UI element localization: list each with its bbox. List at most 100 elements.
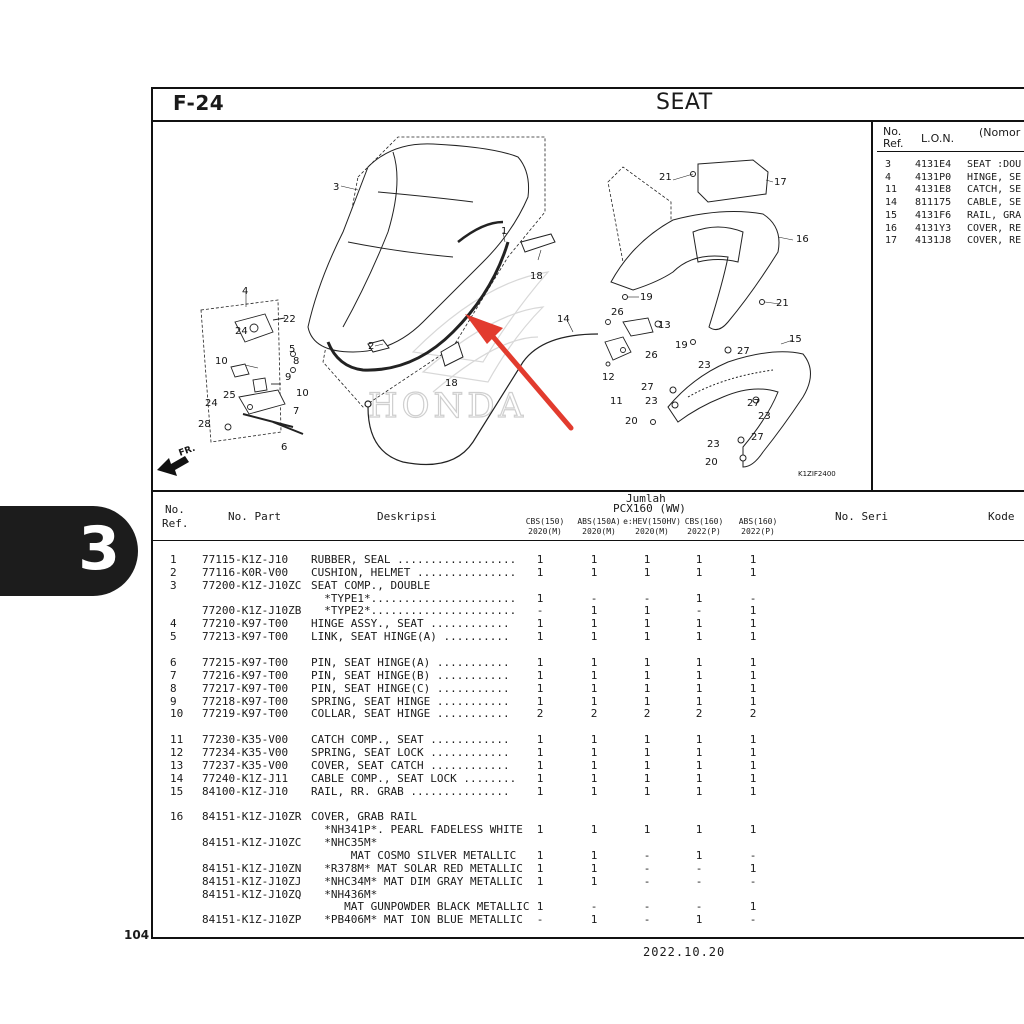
cell-desc: COVER, GRAB RAIL [311,810,417,824]
cell-qty: 1 [536,565,544,579]
cell-part: 77240-K1Z-J11 [202,771,289,785]
cell-qty: 1 [536,823,544,837]
cell-part: 77217-K97-T00 [202,681,289,695]
cell-qty: 1 [643,771,651,785]
cell-qty: 1 [695,746,703,760]
cell-qty: 1 [643,565,651,579]
callout: 15 [789,334,802,345]
cell-ref: 2 [170,565,177,579]
cell-qty: - [695,861,703,875]
ref-panel-desc: HINGE, SE [967,171,1022,183]
callout: 23 [645,396,658,407]
callout: 6 [281,442,287,453]
cell-qty: 2 [695,707,703,721]
cell-qty: 1 [590,823,598,837]
cell-qty: 1 [590,784,598,798]
cell-ref: 15 [170,784,184,798]
cell-qty: 2 [590,707,598,721]
ref-panel-nomor-header: (Nomor [979,126,1021,139]
ref-panel-ref: 4 [885,171,892,183]
cell-desc: MAT COSMO SILVER METALLIC [311,849,517,862]
cell-qty: 1 [749,771,757,785]
callout: 26 [611,307,624,318]
section-tab-number: 3 [78,514,120,584]
callout: 21 [659,172,672,183]
variant-name: ABS(150A) [577,517,621,526]
callout: 19 [675,340,688,351]
cell-part: 77116-K0R-V00 [202,565,289,579]
col-kode: Kode [988,510,1015,523]
cell-qty: 1 [695,565,703,579]
cell-qty: 1 [643,823,651,837]
watermark-text: HONDA [368,386,527,426]
cell-qty: 1 [695,771,703,785]
cell-desc: *NH436M* [311,887,378,901]
cell-qty: - [590,900,598,914]
figure-title: SEAT [656,90,713,115]
leader-lines [244,173,794,369]
callout-numbers: 1 2 3 4 5 6 7 8 9 10 10 11 12 13 14 15 1… [198,172,809,468]
table-divider [151,490,1024,492]
col-part: No. Part [228,510,281,523]
cell-qty: - [643,591,651,605]
variant-year: 2022(P) [741,527,775,536]
page-number: 104 [124,928,150,942]
ref-panel-no-ref-header: No. Ref. [883,125,904,150]
cell-ref: 14 [170,771,184,785]
variant-year: 2020(M) [528,527,562,536]
cell-qty: - [643,900,651,914]
cell-part: 77115-K1Z-J10 [202,553,289,566]
cell-qty: 1 [536,900,544,914]
cell-qty: 1 [536,771,544,785]
cell-qty: 1 [749,784,757,798]
cell-qty: 1 [643,681,651,695]
ref-panel-lon: 4131E4 [915,159,952,170]
ref-panel-rule [877,151,1024,152]
cell-qty: - [536,604,544,618]
cell-qty: 1 [536,784,544,798]
cell-desc: HINGE ASSY., SEAT ............ [311,617,510,631]
ref-panel-desc: RAIL, GRA [967,209,1022,221]
cell-qty: - [695,604,703,618]
cell-desc: COLLAR, SEAT HINGE ........... [311,707,510,721]
catch-assembly [604,317,662,367]
cell-part: 77230-K35-V00 [202,733,289,747]
cell-qty: 1 [749,604,757,618]
cell-qty: 1 [643,617,651,631]
cell-qty: 1 [643,746,651,760]
exploded-diagram: HONDA [153,122,871,490]
cell-part: 84151-K1Z-J10ZP [202,913,302,927]
ref-panel-lon: 811175 [915,197,952,209]
cell-part: 77210-K97-T00 [202,617,289,631]
cell-qty: 1 [695,913,703,927]
cell-qty: 1 [590,746,598,760]
callout: 19 [640,292,653,303]
cell-qty: 2 [749,707,757,721]
cell-part: 84151-K1Z-J10ZQ [202,887,302,901]
variant-year: 2020(M) [635,527,669,536]
ref-panel-ref: 16 [885,222,898,234]
cell-qty: 1 [590,617,598,631]
ref-panel-lon-header: L.O.N. [921,132,955,145]
cell-qty: 1 [536,630,544,644]
cell-part: 77237-K35-V00 [202,758,289,772]
ref-panel-ref: 3 [885,159,892,170]
cell-part: 77219-K97-T00 [202,707,289,721]
diagram-code: K1ZIF2400 [798,470,836,478]
cell-qty: 2 [536,707,544,721]
cell-qty: 2 [643,707,651,721]
cell-qty: 1 [695,681,703,695]
ref-panel-lon: 4131P0 [915,171,952,183]
ref-panel-lon: 4131F6 [915,209,952,221]
callout: 8 [293,356,299,367]
ref-panel-lon: 4131E8 [915,184,952,196]
callout: 24 [235,326,248,337]
cell-part: 84100-K1Z-J10 [202,784,289,798]
section-tab: 3 [0,506,138,596]
callout: 18 [530,271,543,282]
cell-qty: 1 [536,681,544,695]
cell-ref: 4 [170,617,177,631]
callout: 1 [501,226,507,237]
callout: 3 [333,182,339,193]
cell-qty: - [643,849,651,862]
